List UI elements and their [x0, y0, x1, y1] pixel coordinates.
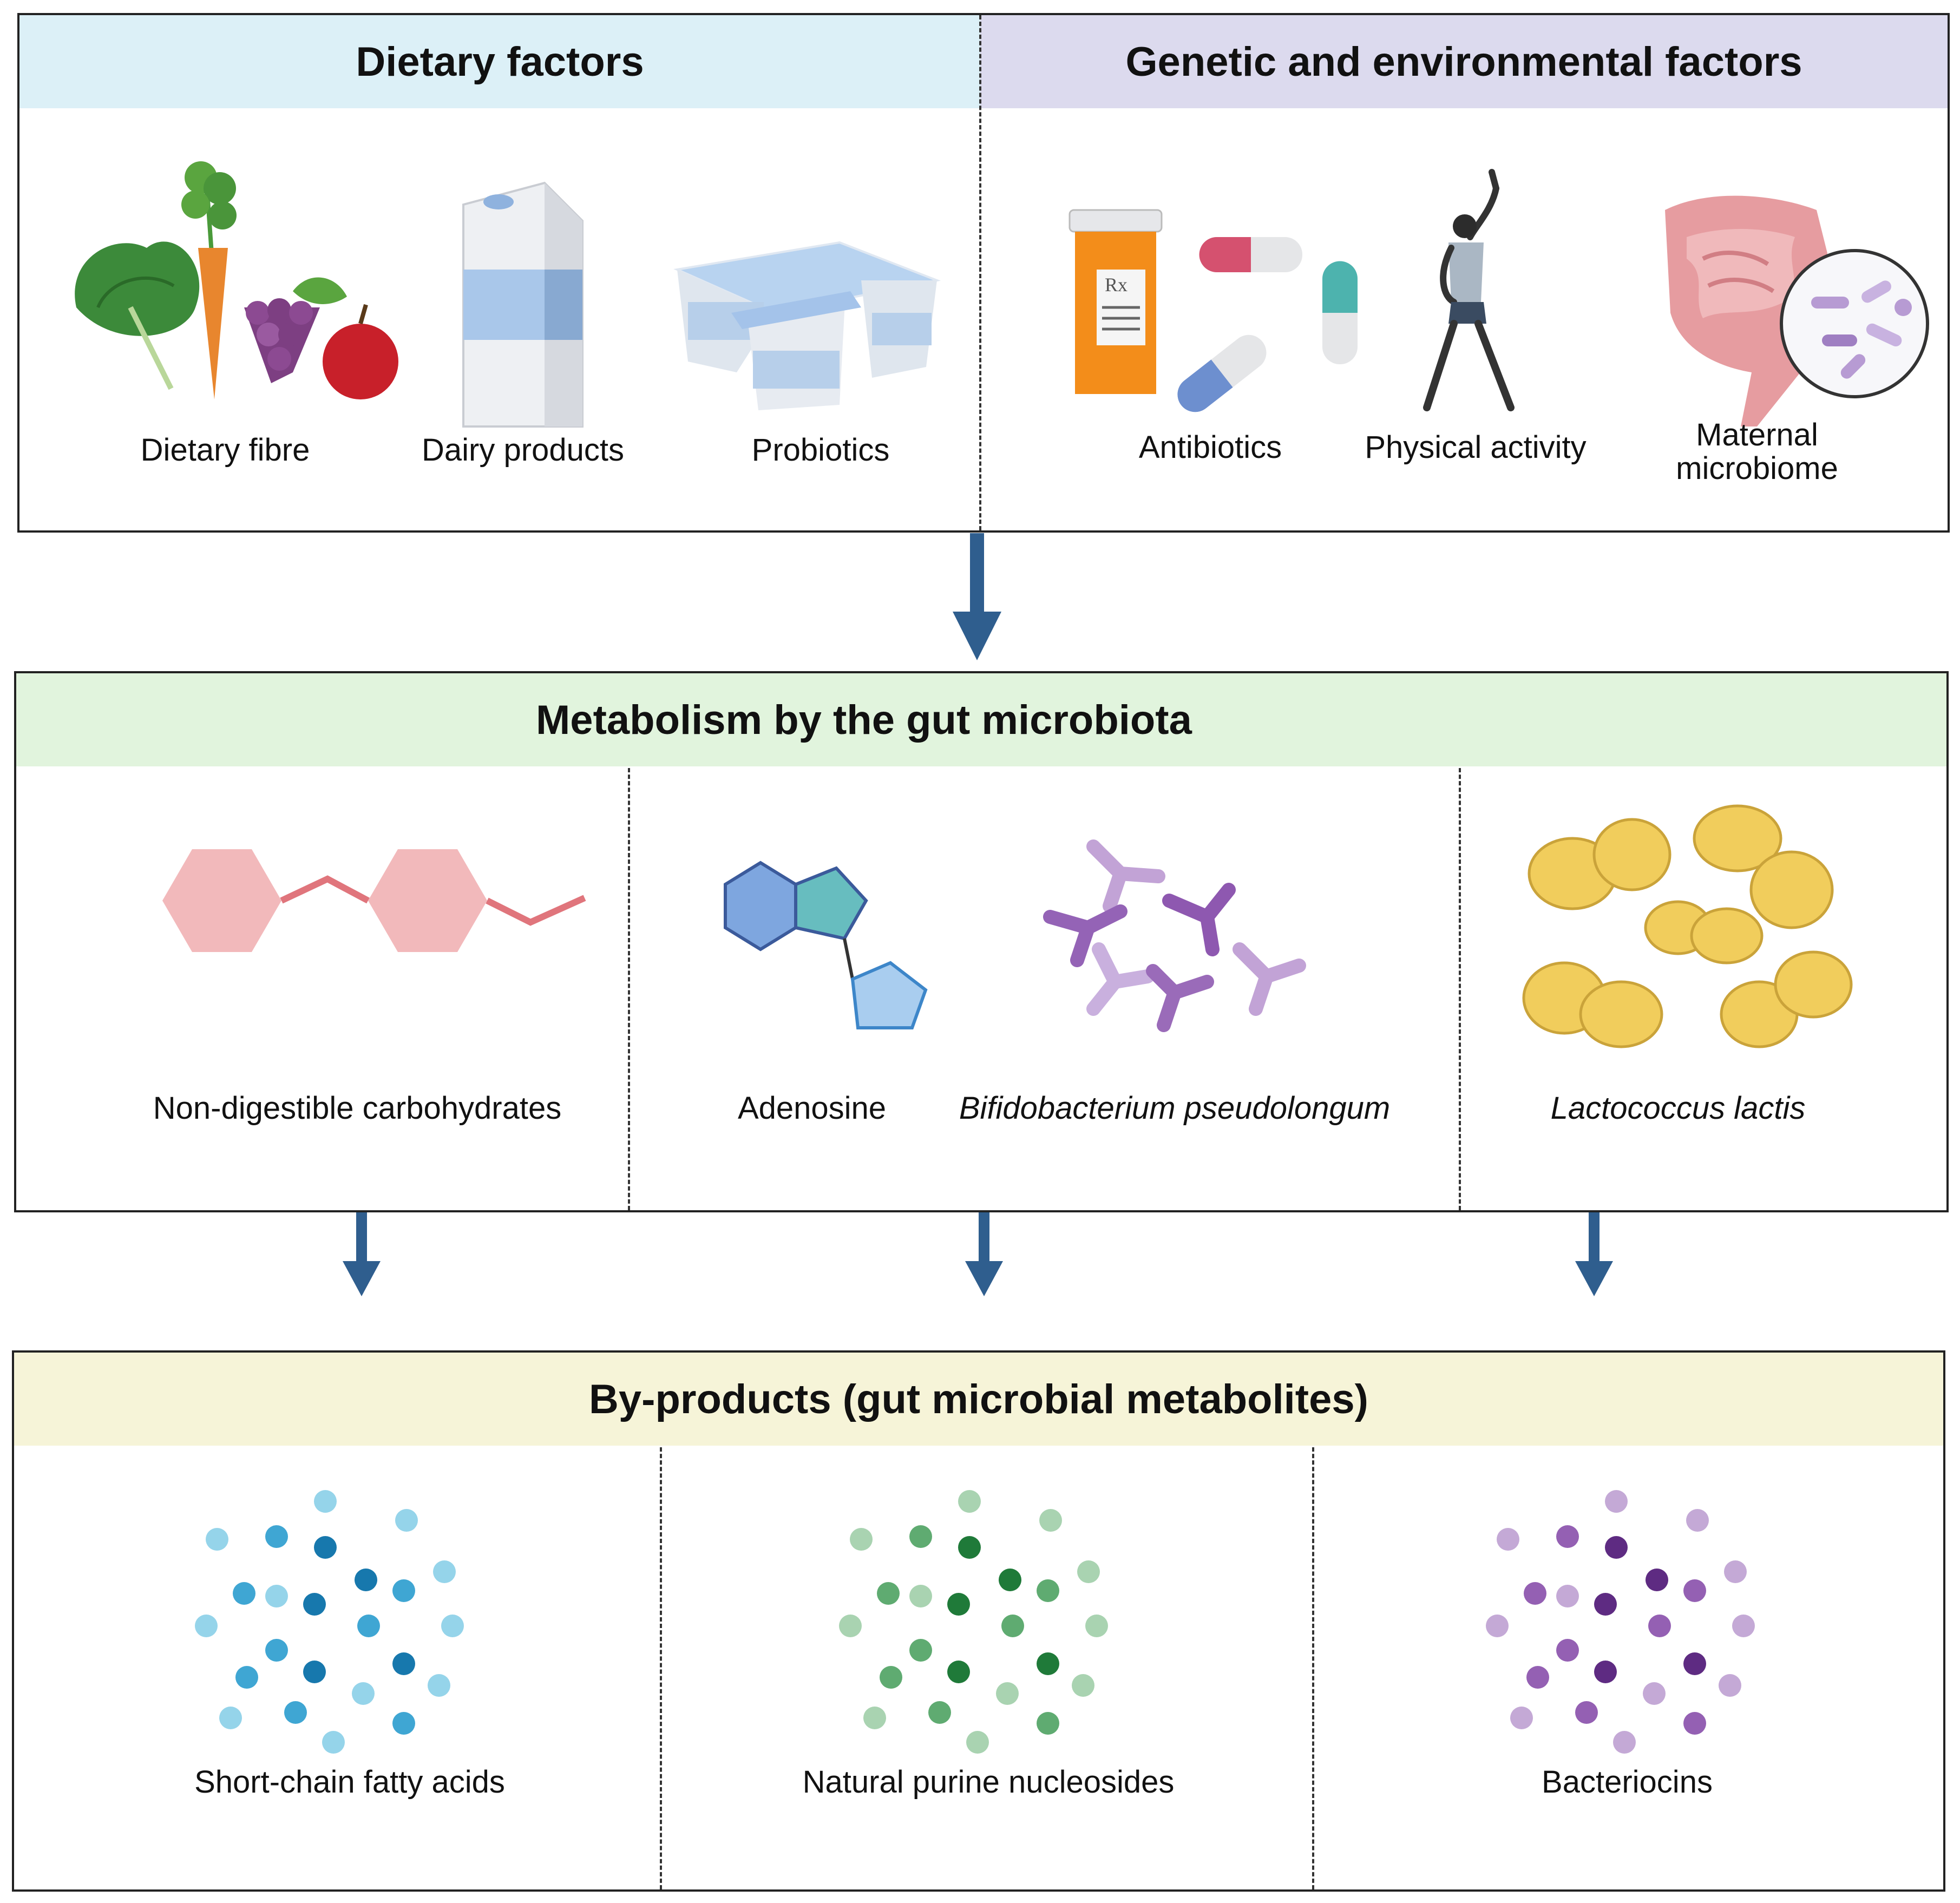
panel-metabolism-gut-microbiota: Metabolism by the gut microbiota Non-dig… — [14, 671, 1949, 1212]
panel-dietary-genetic-factors: Dietary factors Genetic and environmenta… — [17, 13, 1950, 533]
panel-gut-microbial-metabolites: By-products (gut microbial metabolites) … — [12, 1350, 1945, 1892]
label-bacteriocins: Bacteriocins — [1542, 1764, 1713, 1800]
label-dietary-fibre: Dietary fibre — [140, 432, 310, 468]
label-lactococcus-lactis: Lactococcus lactis — [1550, 1091, 1806, 1126]
bifidobacterium-illustration — [1043, 839, 1306, 1032]
maternal-microbiome-illustration — [1665, 195, 1929, 426]
label-non-digestible-carbohydrates: Non-digestible carbohydrates — [153, 1091, 562, 1126]
arrow-carbohydrates-to-scfa — [343, 1212, 381, 1296]
metabolism-header: Metabolism by the gut microbiota — [16, 673, 1946, 766]
rx-symbol: Rx — [1105, 274, 1128, 296]
dietary-factors-header: Dietary factors — [19, 15, 980, 108]
genetic-environmental-header: Genetic and environmental factors — [980, 15, 1948, 108]
label-physical-activity: Physical activity — [1365, 430, 1587, 465]
label-probiotics: Probiotics — [751, 432, 890, 468]
label-dairy-products: Dairy products — [422, 432, 624, 468]
label-bifidobacterium: Bifidobacterium pseudolongum — [959, 1091, 1391, 1126]
label-maternal-microbiome: Maternal microbiome — [1676, 417, 1838, 486]
purine-nucleosides-molecules-illustration — [839, 1490, 1108, 1754]
yogurt-cups-illustration — [673, 241, 941, 410]
dietary-fibre-illustration — [75, 161, 398, 399]
arrow-factors-to-metabolism — [953, 533, 1001, 660]
arrow-adenosine-to-purines — [965, 1212, 1003, 1296]
scfa-molecules-illustration — [195, 1490, 464, 1754]
lactococcus-illustration — [1522, 804, 1853, 1048]
physical-activity-illustration — [1423, 169, 1515, 411]
antibiotics-illustration: Rx — [1069, 209, 1358, 412]
label-adenosine: Adenosine — [737, 1091, 887, 1126]
top-panel-divider — [979, 15, 981, 530]
middle-divider-1 — [628, 768, 630, 1210]
bottom-divider-1 — [660, 1447, 662, 1889]
arrow-lactococcus-to-bacteriocins — [1575, 1212, 1613, 1296]
bacteriocins-molecules-illustration — [1486, 1490, 1755, 1754]
milk-carton-illustration — [462, 181, 584, 428]
by-products-header: By-products (gut microbial metabolites) — [14, 1353, 1943, 1446]
bottom-divider-2 — [1312, 1447, 1314, 1889]
label-natural-purine-nucleosides: Natural purine nucleosides — [802, 1764, 1175, 1800]
label-short-chain-fatty-acids: Short-chain fatty acids — [194, 1764, 505, 1800]
carbohydrate-molecule-illustration — [162, 849, 586, 952]
middle-divider-2 — [1459, 768, 1461, 1210]
adenosine-molecule-illustration — [724, 861, 928, 1029]
label-antibiotics: Antibiotics — [1138, 430, 1282, 465]
